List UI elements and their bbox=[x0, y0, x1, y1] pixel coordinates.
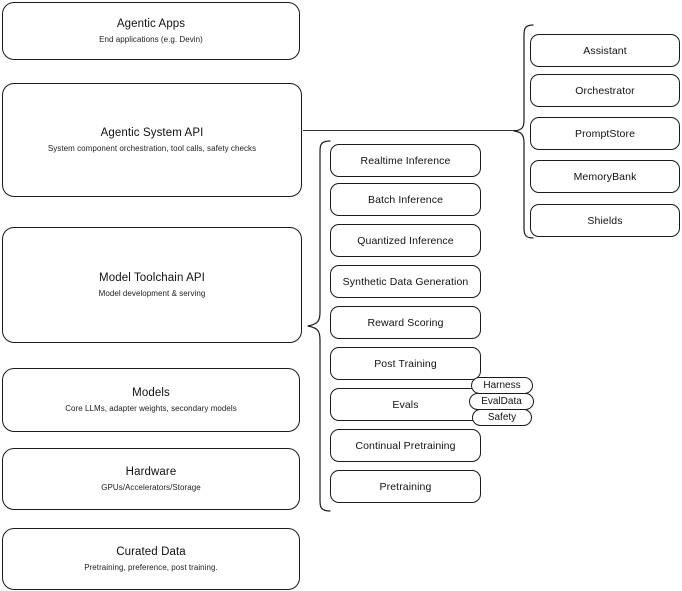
layer-title: Agentic System API bbox=[100, 127, 204, 139]
layer-subtitle: Model development & serving bbox=[98, 289, 206, 298]
pill-quantized-inference[interactable]: Quantized Inference bbox=[330, 224, 481, 257]
pill-memorybank[interactable]: MemoryBank bbox=[530, 160, 680, 193]
layer-title: Agentic Apps bbox=[116, 18, 186, 30]
pill-post-training[interactable]: Post Training bbox=[330, 347, 481, 380]
layer-box-model-toolchain-api[interactable]: Model Toolchain API Model development & … bbox=[2, 227, 302, 343]
pill-reward-scoring[interactable]: Reward Scoring bbox=[330, 306, 481, 339]
layer-title: Model Toolchain API bbox=[99, 272, 205, 284]
layer-box-agentic-apps[interactable]: Agentic Apps End applications (e.g. Devi… bbox=[2, 2, 300, 60]
capsule-safety[interactable]: Safety bbox=[472, 409, 532, 426]
layer-title: Models bbox=[132, 387, 170, 399]
brace-agentic-system bbox=[513, 24, 534, 239]
brace-model-toolchain bbox=[307, 140, 331, 512]
pill-pretraining[interactable]: Pretraining bbox=[330, 470, 481, 503]
layer-title: Hardware bbox=[125, 466, 177, 478]
pill-orchestrator[interactable]: Orchestrator bbox=[530, 74, 680, 107]
layer-title: Curated Data bbox=[116, 546, 186, 558]
pill-batch-inference[interactable]: Batch Inference bbox=[330, 183, 481, 216]
layer-box-curated-data[interactable]: Curated Data Pretraining, preference, po… bbox=[2, 528, 300, 590]
capsule-evaldata[interactable]: EvalData bbox=[469, 393, 534, 410]
layer-subtitle: End applications (e.g. Devin) bbox=[99, 35, 203, 44]
layer-box-models[interactable]: Models Core LLMs, adapter weights, secon… bbox=[2, 368, 300, 432]
capsule-harness[interactable]: Harness bbox=[471, 377, 533, 394]
pill-assistant[interactable]: Assistant bbox=[530, 34, 680, 67]
layer-box-agentic-system-api[interactable]: Agentic System API System component orch… bbox=[2, 83, 302, 197]
pill-continual-pretraining[interactable]: Continual Pretraining bbox=[330, 429, 481, 462]
pill-realtime-inference[interactable]: Realtime Inference bbox=[330, 144, 481, 177]
layer-subtitle: GPUs/Accelerators/Storage bbox=[101, 483, 201, 492]
layer-subtitle: Core LLMs, adapter weights, secondary mo… bbox=[65, 404, 237, 413]
pill-shields[interactable]: Shields bbox=[530, 204, 680, 237]
layer-subtitle: Pretraining, preference, post training. bbox=[84, 563, 218, 572]
pill-evals[interactable]: Evals bbox=[330, 388, 481, 421]
pill-promptstore[interactable]: PromptStore bbox=[530, 117, 680, 150]
layer-subtitle: System component orchestration, tool cal… bbox=[47, 144, 257, 153]
layer-box-hardware[interactable]: Hardware GPUs/Accelerators/Storage bbox=[2, 448, 300, 510]
pill-synthetic-data-generation[interactable]: Synthetic Data Generation bbox=[330, 265, 481, 298]
connector-line-system-api bbox=[303, 130, 518, 132]
